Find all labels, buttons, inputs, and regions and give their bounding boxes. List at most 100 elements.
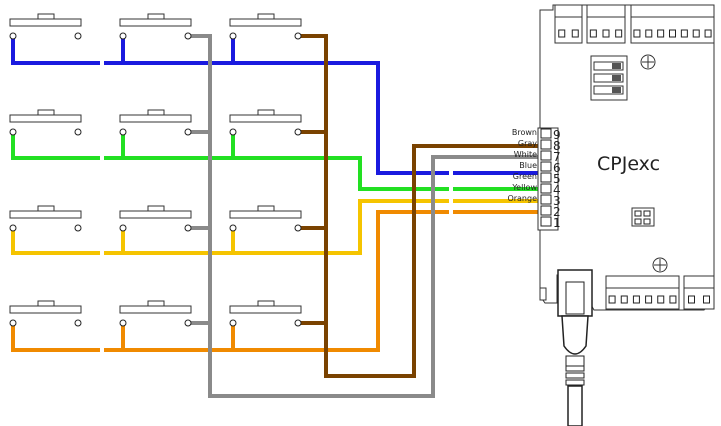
wire-gray — [188, 34, 538, 398]
screw-terminal-icon — [633, 29, 641, 38]
pin-number: 9 — [553, 128, 561, 142]
pushbutton-icon — [229, 109, 302, 136]
terminal-icon — [294, 319, 302, 327]
connector-pin — [540, 183, 552, 194]
screw-terminal-icon — [558, 29, 566, 38]
wire-label: Brown — [512, 128, 537, 137]
screw-terminal-icon — [571, 29, 579, 38]
usb-cable — [567, 385, 583, 426]
connector-pin — [540, 216, 552, 227]
wire-label: Blue — [519, 161, 537, 170]
pushbutton-icon — [9, 300, 82, 327]
terminal-icon — [119, 32, 127, 40]
wire-label: Yellow — [511, 183, 537, 192]
connector-pin — [540, 172, 552, 183]
terminal-icon — [184, 319, 192, 327]
wire-green — [11, 132, 538, 191]
terminal-icon — [294, 32, 302, 40]
terminal-icon — [229, 224, 237, 232]
terminal-icon — [294, 128, 302, 136]
screw-terminal-icon — [620, 295, 628, 304]
terminal-block-bottom-right — [683, 275, 715, 310]
connector-pin — [540, 205, 552, 216]
terminal-icon — [184, 224, 192, 232]
wire-connector — [537, 127, 559, 231]
pushbutton-icon — [229, 205, 302, 232]
screw-terminal-icon — [645, 29, 653, 38]
terminal-icon — [74, 319, 82, 327]
connector-labels: 9 Brown 8 Gray 7 White 6 Blue 5 Green 4 Yellow 3 Oran… — [507, 128, 560, 230]
terminal-icon — [184, 32, 192, 40]
wire-white — [78, 34, 538, 418]
screw-terminal-icon — [589, 29, 597, 38]
usb-plug-icon — [557, 269, 593, 426]
terminal-icon — [9, 128, 17, 136]
pushbutton-icon — [119, 109, 192, 136]
terminal-icon — [229, 32, 237, 40]
screw-terminal-icon — [645, 295, 653, 304]
terminal-icon — [119, 128, 127, 136]
screw-terminal-icon — [602, 29, 610, 38]
pin-number: 7 — [553, 150, 561, 164]
screw-terminal-icon — [632, 295, 640, 304]
pin-number: 6 — [553, 161, 561, 175]
connector-pin — [540, 128, 552, 139]
pushbutton-icon — [9, 13, 82, 40]
terminal-block-right — [630, 4, 715, 44]
screw-terminal-icon — [703, 295, 710, 304]
terminal-icon — [119, 224, 127, 232]
terminal-icon — [9, 32, 17, 40]
screw-terminal-icon — [608, 295, 616, 304]
pin-number: 4 — [553, 183, 561, 197]
terminal-icon — [119, 319, 127, 327]
terminal-block-bottom — [605, 275, 680, 310]
terminal-icon — [184, 128, 192, 136]
pin-number: 8 — [553, 139, 561, 153]
screw-terminal-icon — [657, 29, 665, 38]
screw-terminal-icon — [688, 295, 695, 304]
terminal-icon — [74, 224, 82, 232]
controller-board — [537, 4, 715, 426]
wire-label: White — [514, 150, 537, 159]
mounting-screw-icon — [652, 257, 668, 273]
wire-brown — [298, 34, 538, 378]
wire-yellow — [11, 199, 538, 255]
pushbutton-icon — [229, 300, 302, 327]
wire-layer — [11, 34, 538, 418]
screw-terminal-icon — [704, 29, 712, 38]
side-indicator — [539, 287, 547, 301]
terminal-block-left — [554, 4, 583, 44]
mounting-screw-icon — [640, 54, 656, 70]
screw-terminal-icon — [680, 29, 688, 38]
device-title: CPJexc — [597, 153, 660, 175]
pushbutton-icon — [119, 205, 192, 232]
screw-terminal-icon — [615, 29, 623, 38]
pin-number: 3 — [553, 194, 561, 208]
pin-number: 5 — [553, 172, 561, 186]
terminal-icon — [74, 128, 82, 136]
wire-blue — [11, 36, 538, 175]
wire-label: Green — [513, 172, 537, 181]
pin-number: 2 — [553, 205, 561, 219]
terminal-icon — [74, 32, 82, 40]
terminal-icon — [229, 128, 237, 136]
connector-pin — [540, 161, 552, 172]
screw-terminal-icon — [669, 29, 676, 38]
connector-pin — [540, 150, 552, 161]
pushbutton-icon — [119, 13, 192, 40]
screw-terminal-icon — [657, 295, 665, 304]
terminal-icon — [294, 224, 302, 232]
pin-number: 1 — [553, 216, 561, 230]
pushbutton-icon — [119, 300, 192, 327]
terminal-icon — [9, 319, 17, 327]
wire-orange — [11, 210, 538, 352]
connector-pin — [540, 194, 552, 205]
wire-label: Gray — [518, 139, 537, 148]
led-icon — [631, 207, 655, 227]
screw-terminal-icon — [669, 295, 677, 304]
terminal-block-mid — [586, 4, 626, 44]
wire-label: Orange — [507, 194, 537, 203]
keypad-buttons — [9, 13, 302, 327]
terminal-icon — [229, 319, 237, 327]
